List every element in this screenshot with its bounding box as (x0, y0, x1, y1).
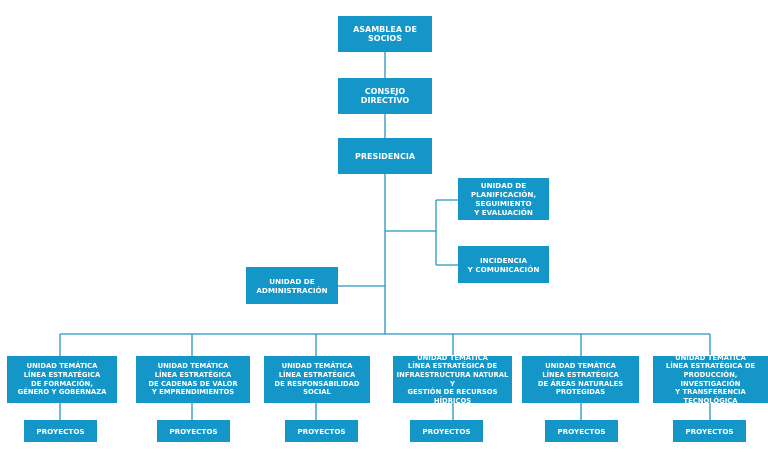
planificacion-box: UNIDAD DE PLANIFICACIÓN, SEGUIMIENTO Y E… (458, 178, 549, 220)
proyectos-box-6: PROYECTOS (673, 420, 746, 442)
unit-box-1: UNIDAD TEMÁTICA LÍNEA ESTRATÉGICA DE FOR… (7, 356, 117, 403)
administracion-box: UNIDAD DE ADMINISTRACIÓN (246, 267, 338, 304)
unit-box-4: UNIDAD TEMÁTICA LÍNEA ESTRATÉGICA DE INF… (393, 354, 512, 405)
presidencia-box: PRESIDENCIA (338, 138, 432, 174)
proyectos-box-5: PROYECTOS (545, 420, 618, 442)
proyectos-box-3: PROYECTOS (285, 420, 358, 442)
incidencia-box: INCIDENCIA Y COMUNICACIÓN (458, 246, 549, 283)
unit-box-5: UNIDAD TEMÁTICA LÍNEA ESTRATÉGICA DE ÁRE… (522, 356, 639, 403)
unit-box-2: UNIDAD TEMÁTICA LÍNEA ESTRATÉGICA DE CAD… (136, 356, 250, 403)
asamblea-box: ASAMBLEA DE SOCIOS (338, 16, 432, 52)
consejo-box: CONSEJO DIRECTIVO (338, 78, 432, 114)
unit-box-3: UNIDAD TEMÁTICA LÍNEA ESTRATÉGICA DE RES… (264, 356, 370, 403)
proyectos-box-1: PROYECTOS (24, 420, 97, 442)
proyectos-box-4: PROYECTOS (410, 420, 483, 442)
proyectos-box-2: PROYECTOS (157, 420, 230, 442)
unit-box-6: UNIDAD TEMÁTICA LÍNEA ESTRATÉGICA DE PRO… (653, 354, 768, 405)
